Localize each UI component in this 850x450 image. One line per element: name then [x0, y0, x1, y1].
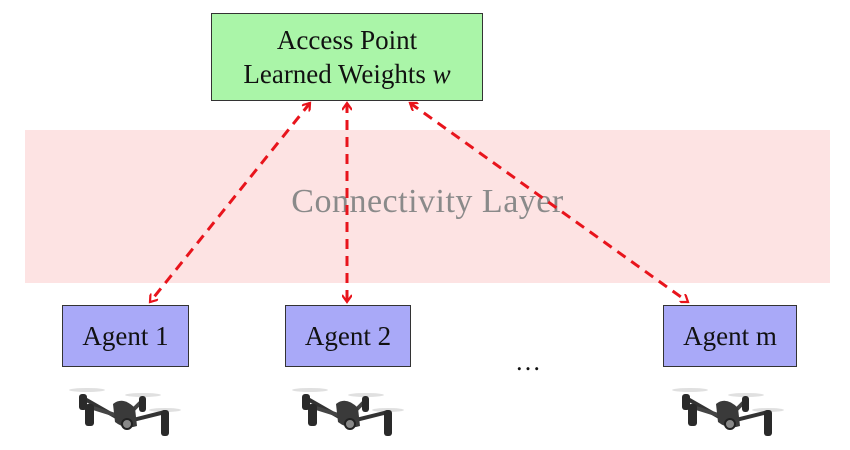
link-agent-1 — [150, 103, 310, 302]
weights-variable: w — [432, 59, 451, 89]
agent-m-node: Agent m — [663, 305, 797, 367]
agent-1-label: Agent 1 — [82, 320, 169, 351]
agent-2-node: Agent 2 — [285, 305, 411, 367]
access-point-node: Access Point Learned Weights w — [211, 13, 483, 101]
access-point-title: Access Point — [276, 25, 418, 55]
drone-icon — [65, 382, 185, 440]
link-agent-m — [410, 101, 688, 304]
ellipsis: … — [515, 347, 541, 376]
agent-2-label: Agent 2 — [304, 320, 392, 351]
drone-icon — [288, 382, 408, 440]
drone-icon — [668, 382, 788, 440]
learned-weights-text: Learned Weights — [243, 59, 426, 89]
agent-1-node: Agent 1 — [62, 305, 189, 367]
agent-m-label: Agent m — [683, 320, 777, 351]
learned-weights-label: Learned Weights w — [243, 57, 450, 91]
